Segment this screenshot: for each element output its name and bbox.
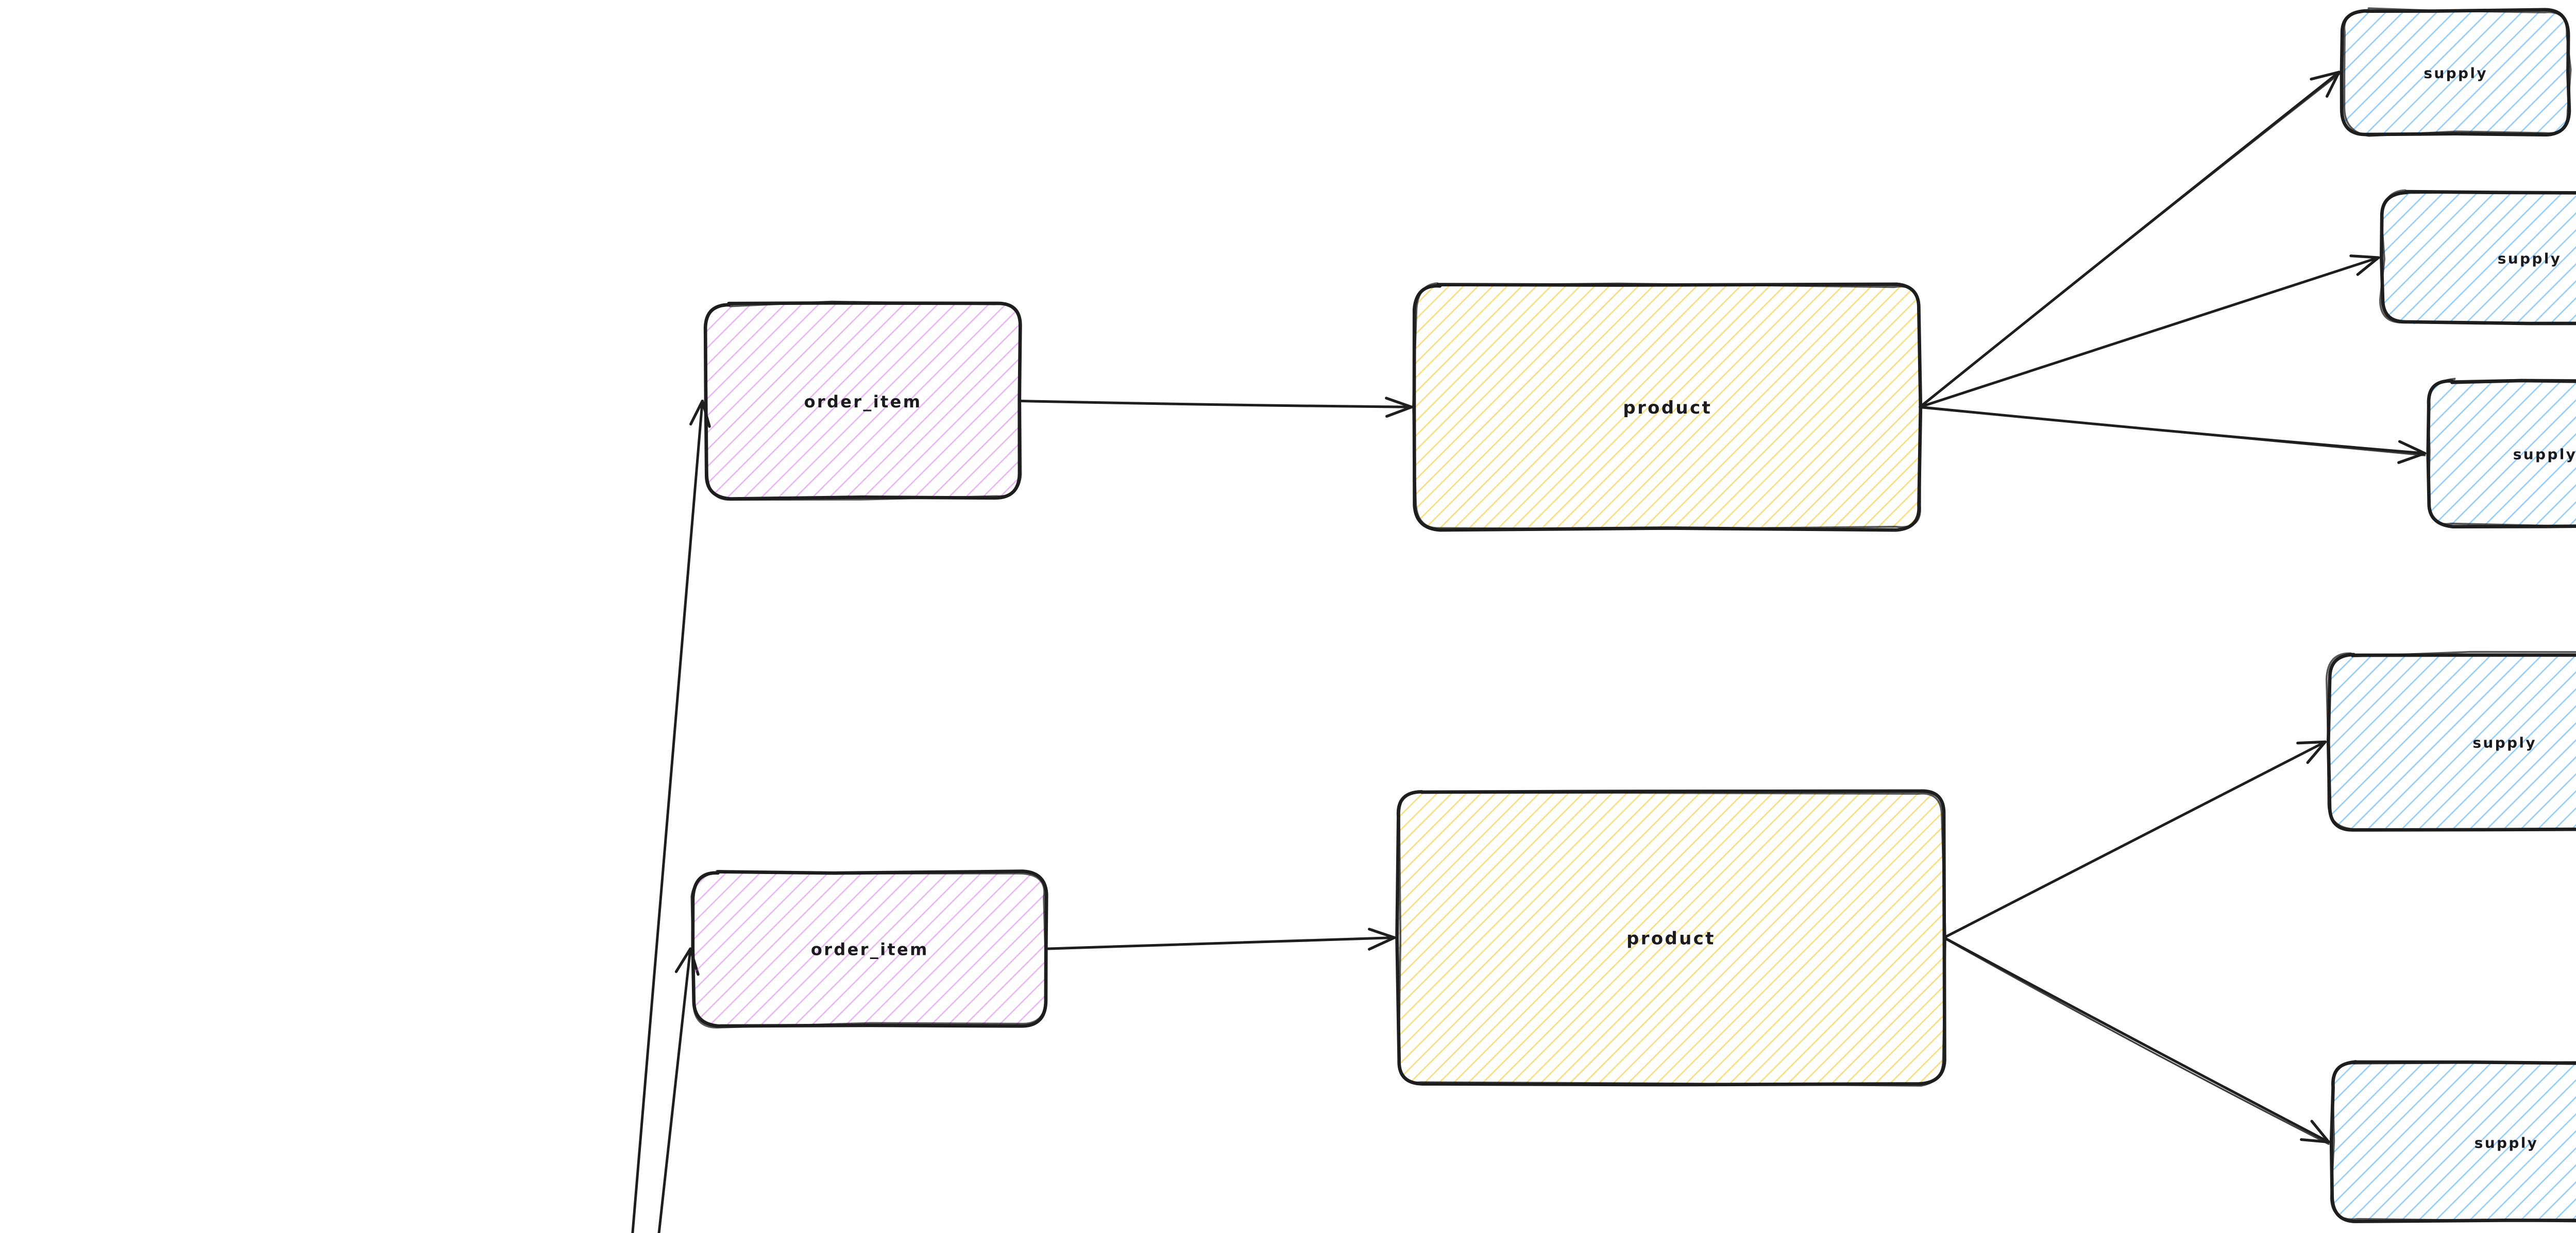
edge-order-to-order_item_top[interactable] <box>550 399 711 1233</box>
edge-product_top-to-supply_2[interactable] <box>1919 254 2380 408</box>
arrowhead-stroke <box>2310 71 2341 81</box>
node-supply[interactable]: supply <box>2325 650 2576 832</box>
edge-line <box>657 947 692 1233</box>
arrowhead-stroke <box>2325 71 2341 98</box>
node-order_item[interactable]: order_item <box>703 300 1022 501</box>
edge-order-to-order_item_bottom[interactable] <box>550 947 700 1233</box>
node-outline <box>704 300 1022 501</box>
node-outline <box>2427 378 2576 527</box>
edge-product_bottom-to-supply_4[interactable] <box>1942 740 2327 939</box>
arrowhead-stroke <box>689 399 704 426</box>
edge-line <box>1919 73 2340 409</box>
edge-line <box>1942 740 2327 939</box>
arrowhead-stroke <box>2300 1138 2330 1143</box>
node-product[interactable]: product <box>1412 282 1923 532</box>
node-fill <box>2328 654 2576 830</box>
edge-product_top-to-supply_1[interactable] <box>1919 71 2341 409</box>
node-label: supply <box>2513 446 2576 463</box>
arrowhead-stroke <box>2310 1120 2330 1143</box>
node-layer: orderorder_itemorder_itemproductproducts… <box>690 7 2576 1223</box>
node-supply[interactable]: supply <box>2329 1060 2576 1223</box>
edge-product_top-to-supply_3[interactable] <box>1919 405 2427 464</box>
node-label: product <box>1623 398 1712 418</box>
arrowhead-stroke <box>1368 928 1396 939</box>
node-label: supply <box>2424 64 2488 81</box>
node-label: supply <box>2498 250 2562 267</box>
node-order_item[interactable]: order_item <box>690 869 1048 1029</box>
arrowhead-stroke <box>2398 440 2427 455</box>
node-outline <box>2326 653 2576 832</box>
node-label: supply <box>2472 734 2537 751</box>
edge-product_bottom-to-supply_5[interactable] <box>1942 936 2330 1145</box>
edge-line <box>630 400 704 1233</box>
arrowhead-stroke <box>2306 740 2327 764</box>
node-fill <box>693 871 1046 1026</box>
edge-line <box>1919 406 2426 456</box>
arrowhead-stroke <box>1385 405 1413 418</box>
edge-line <box>1919 256 2380 408</box>
edge-order_item_bottom-to-product_bottom[interactable] <box>1044 928 1396 951</box>
node-outline <box>2325 650 2576 830</box>
edge-line <box>1943 937 2330 1145</box>
node-fill <box>2427 381 2576 526</box>
node-fill <box>2332 1062 2576 1221</box>
edge-line <box>1019 400 1413 408</box>
node-outline <box>690 870 1046 1029</box>
node-product[interactable]: product <box>1395 789 1946 1087</box>
edge-layer <box>550 71 2427 1233</box>
node-label: product <box>1626 928 1716 949</box>
arrowhead-stroke <box>2296 740 2327 745</box>
node-outline <box>2330 1060 2576 1223</box>
edge-order_item_top-to-product_top[interactable] <box>1019 397 1413 418</box>
arrowhead-stroke <box>2397 452 2427 464</box>
node-supply[interactable]: supply <box>2340 7 2572 137</box>
arrowhead-stroke <box>2349 254 2380 259</box>
node-outline <box>1412 282 1921 530</box>
arrowhead-stroke <box>674 947 692 973</box>
edge-line <box>1044 936 1396 950</box>
arrowhead-stroke <box>1368 936 1396 951</box>
node-outline <box>2379 189 2576 324</box>
node-supply[interactable]: supply <box>2379 189 2576 326</box>
node-fill <box>705 302 1022 499</box>
node-fill <box>2382 192 2576 324</box>
node-supply[interactable]: supply <box>2426 378 2576 528</box>
node-outline <box>1398 791 1946 1087</box>
node-fill <box>1414 283 1921 530</box>
node-outline <box>2343 7 2572 137</box>
arrowhead-stroke <box>2356 256 2380 276</box>
node-label: order_item <box>811 940 929 960</box>
node-fill <box>2341 9 2569 134</box>
node-label: order_item <box>804 392 922 412</box>
node-fill <box>1397 791 1945 1084</box>
edge-line <box>1942 936 2330 1143</box>
edge-line <box>658 950 691 1233</box>
node-label: supply <box>2475 1135 2539 1152</box>
arrowhead-stroke <box>1385 397 1413 408</box>
